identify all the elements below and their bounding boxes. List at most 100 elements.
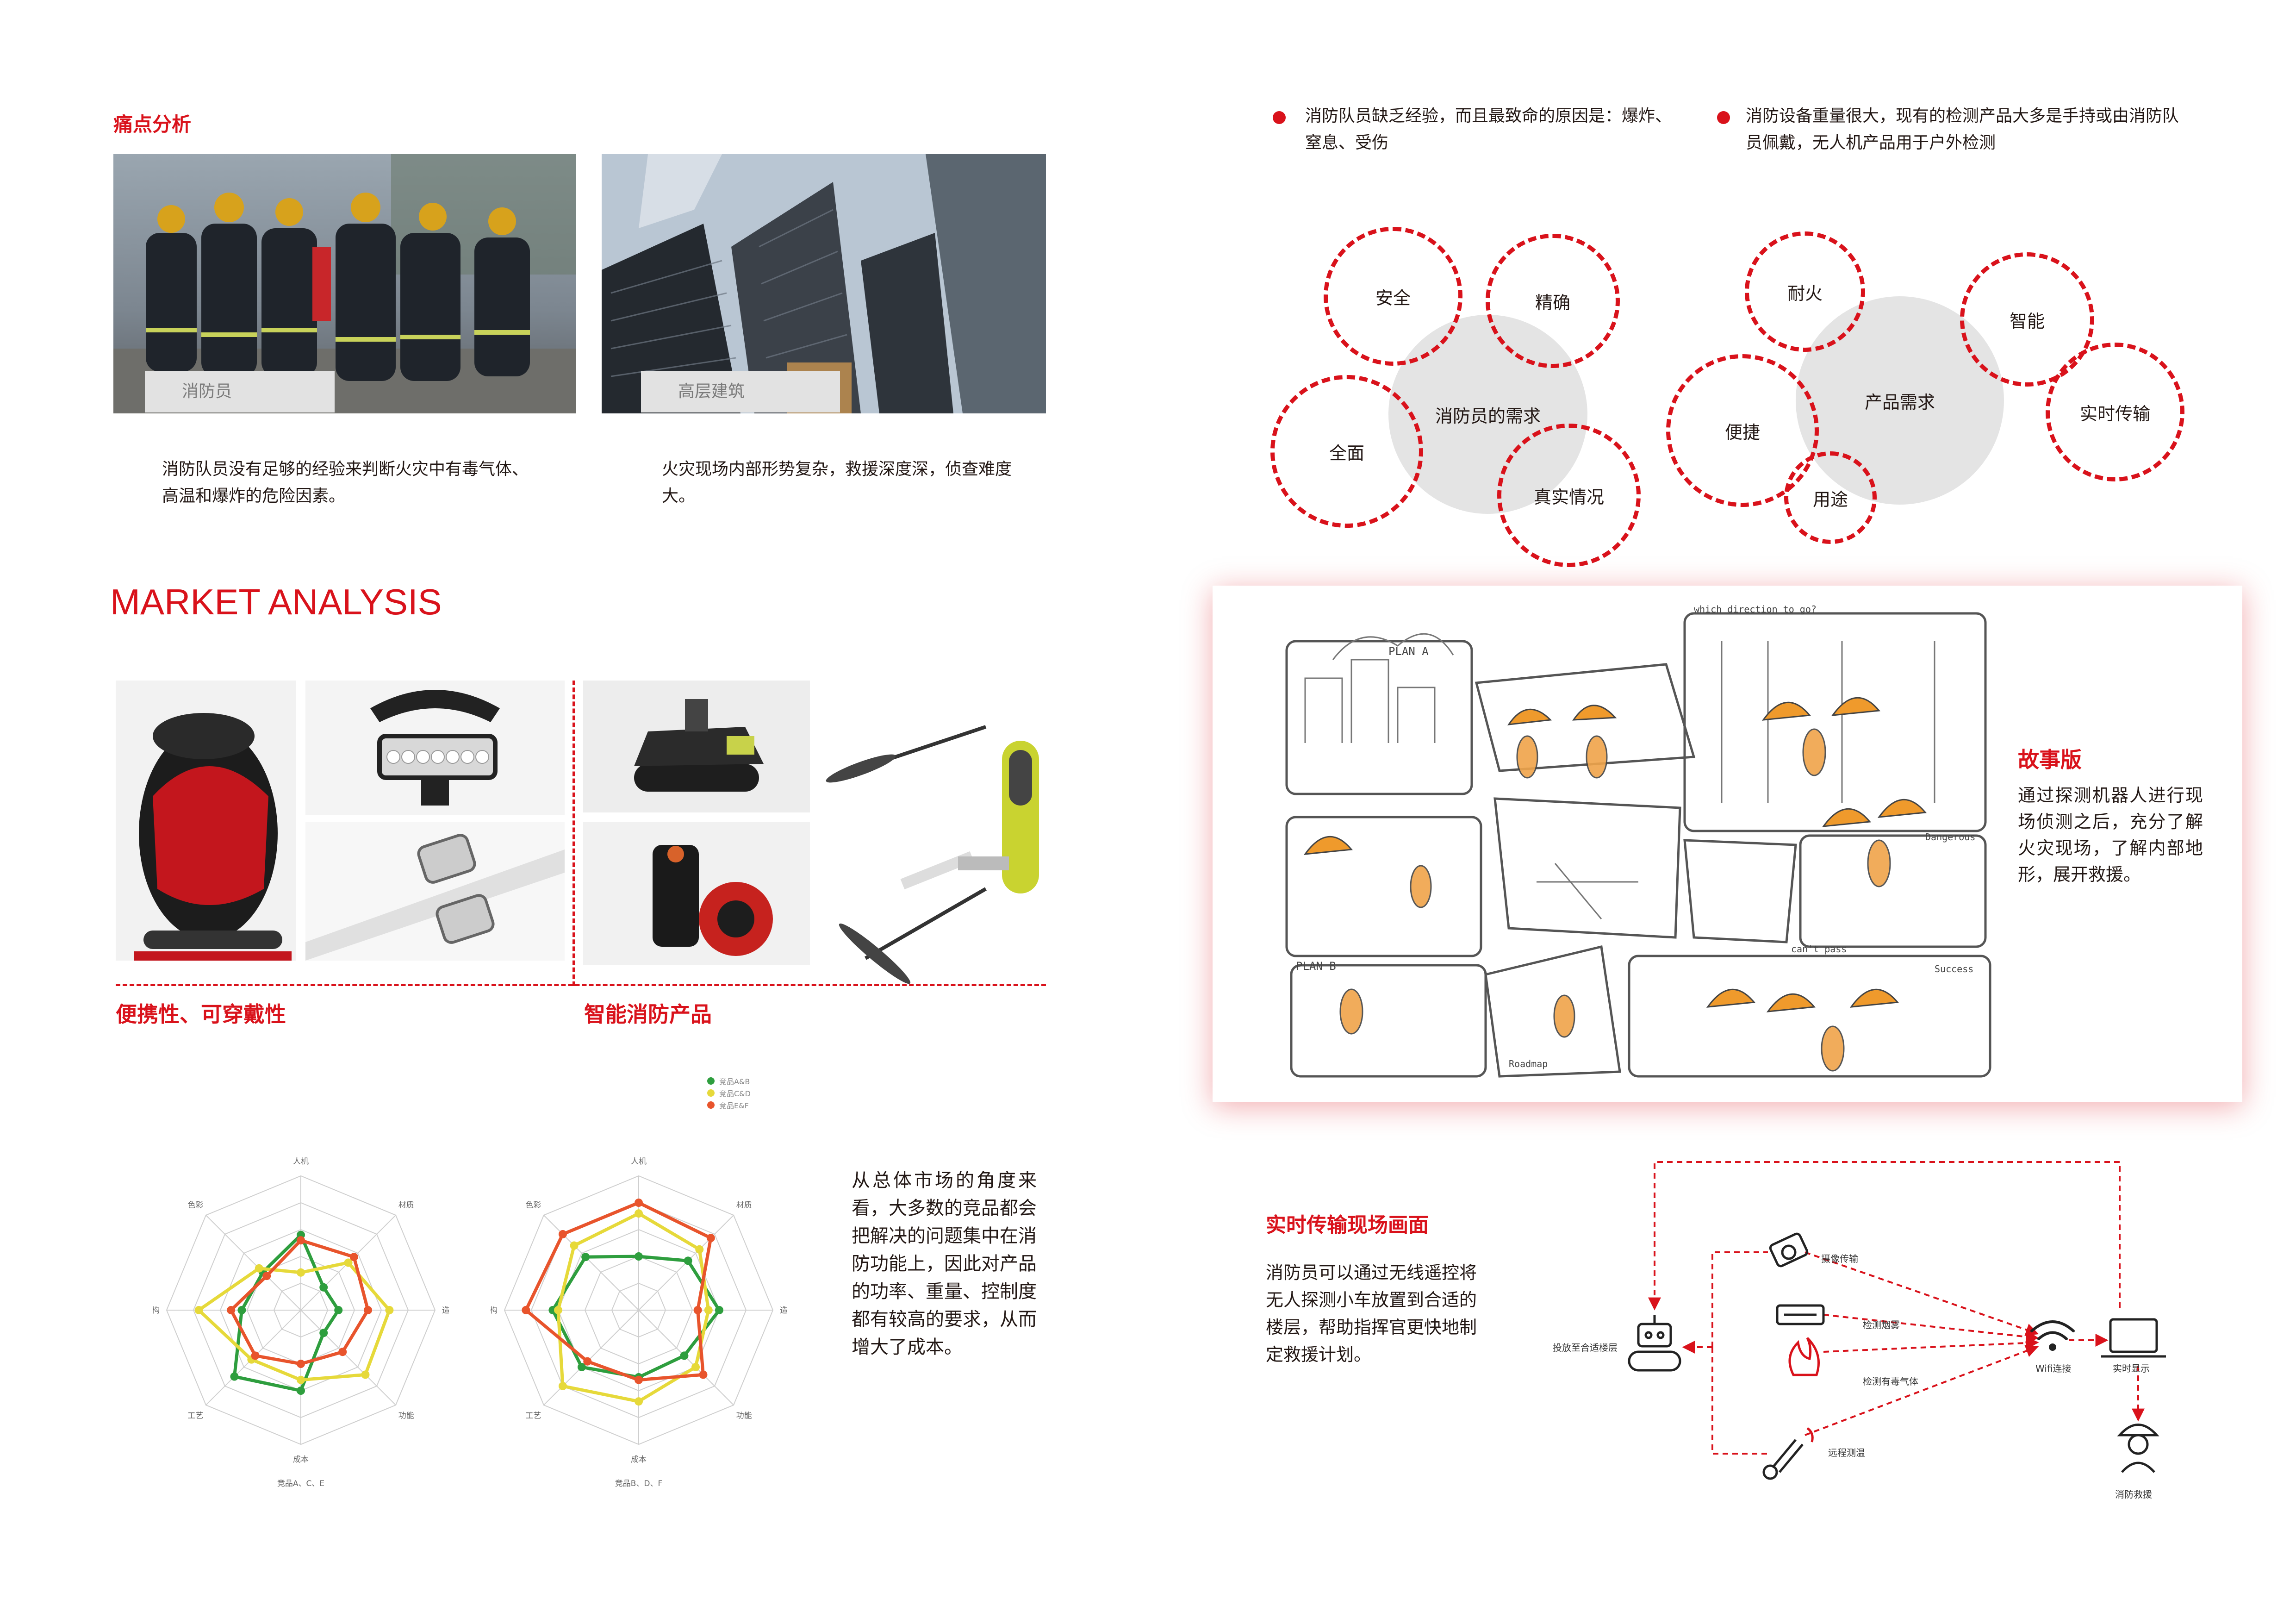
radar-data-point bbox=[334, 1306, 343, 1314]
flow-label-camera: 摄像传输 bbox=[1821, 1253, 1858, 1264]
radar-data-point bbox=[361, 1370, 370, 1379]
storyboard-text: 通过探测机器人进行现场侦测之后，充分了解火灾现场，了解内部地形，展开救援。 bbox=[2018, 785, 2203, 885]
wearable-band-product-image bbox=[305, 822, 565, 961]
tracked-robot-product-image bbox=[583, 681, 810, 812]
flow-label-gas: 检测有毒气体 bbox=[1863, 1376, 1918, 1387]
needs-bullet-1 bbox=[1273, 111, 1286, 124]
market-analysis-text: 从总体市场的角度来看，大多数的竞品都会把解决的问题集中在消防功能上，因此对产品的… bbox=[852, 1170, 1037, 1358]
radar-spoke bbox=[543, 1215, 639, 1311]
sketch-label-roadmap: Roadmap bbox=[1509, 1058, 1548, 1069]
radar-axis-label: 人机 bbox=[631, 1157, 647, 1166]
radar-axis-label: 色彩 bbox=[187, 1200, 203, 1210]
legend-item-cd: 竞品C&D bbox=[707, 1087, 751, 1099]
radar-data-point bbox=[297, 1387, 305, 1395]
camera-icon bbox=[1769, 1232, 1809, 1268]
need-circle-realtime: 实时传输 bbox=[2046, 343, 2184, 481]
skyscrapers-caption: 高层建筑 bbox=[641, 371, 840, 412]
radar-data-point bbox=[338, 1348, 347, 1356]
radar-data-point bbox=[635, 1199, 643, 1207]
thermometer-icon bbox=[1762, 1427, 1814, 1480]
radar-data-point bbox=[635, 1397, 643, 1406]
radar-data-point bbox=[577, 1363, 586, 1372]
radar-series-line bbox=[551, 1255, 721, 1379]
radar-legend: 竞品A&B 竞品C&D 竞品E&F bbox=[707, 1075, 751, 1111]
radar-axis-label: 功能 bbox=[736, 1412, 752, 1421]
radar-data-point bbox=[297, 1236, 305, 1245]
radar-data-point bbox=[522, 1306, 530, 1314]
radar-data-point bbox=[194, 1306, 203, 1314]
market-divider-vertical bbox=[572, 681, 575, 986]
radar-data-point bbox=[570, 1241, 579, 1250]
radar-data-point bbox=[635, 1209, 643, 1218]
radar-data-point bbox=[230, 1372, 239, 1381]
legend-label-ab: 竞品A&B bbox=[719, 1077, 750, 1086]
radar-data-point bbox=[349, 1253, 358, 1262]
radar-data-point bbox=[554, 1306, 562, 1314]
flow-label-wifi: Wifi连接 bbox=[2035, 1363, 2072, 1374]
realtime-section-title: 实时传输现场画面 bbox=[1266, 1213, 1429, 1237]
storyboard-sketch: PLAN A PLAN B which direction to go? Dan… bbox=[1285, 604, 1991, 1078]
radar-data-point bbox=[635, 1375, 643, 1384]
flow-label-smoke: 检测烟雾 bbox=[1863, 1319, 1900, 1330]
radar-data-point bbox=[262, 1272, 271, 1280]
flow-label-robot: 投放至合适楼层 bbox=[1553, 1342, 1618, 1353]
radar-axis-label: 造型 bbox=[442, 1306, 449, 1315]
need-circle-precise: 精确 bbox=[1486, 234, 1620, 368]
radar-axis-label: 结构 bbox=[491, 1306, 498, 1315]
radar-data-point bbox=[699, 1370, 708, 1379]
radar-data-point bbox=[691, 1363, 700, 1372]
radar-data-point bbox=[706, 1234, 715, 1243]
flow-label-display: 实时显示 bbox=[2113, 1363, 2150, 1374]
radar-data-point bbox=[693, 1306, 702, 1314]
radar-chart-bdf: 人机材质造型功能成本工艺结构色彩竞品B、D、F bbox=[491, 1157, 787, 1488]
sketch-label-cant-pass: can't pass bbox=[1791, 943, 1847, 955]
legend-label-cd: 竞品C&D bbox=[719, 1089, 751, 1098]
radar-data-point bbox=[364, 1306, 372, 1314]
storyboard-title: 故事版 bbox=[2018, 747, 2082, 772]
pain-text-firefighters: 消防队员没有足够的经验来判断火灾中有毒气体、高温和爆炸的危险因素。 bbox=[162, 460, 529, 506]
need-circle-usage: 用途 bbox=[1784, 451, 1877, 544]
radar-series-line bbox=[556, 1212, 710, 1403]
radar-spoke bbox=[543, 1310, 639, 1405]
radar-data-point bbox=[558, 1382, 567, 1391]
legend-dot-ab bbox=[707, 1077, 715, 1085]
pain-text-buildings: 火灾现场内部形势复杂，救援深度深，侦查难度大。 bbox=[662, 460, 1012, 506]
needs-bullet-2 bbox=[1717, 111, 1730, 124]
radar-data-point bbox=[344, 1258, 353, 1267]
radar-data-point bbox=[237, 1306, 246, 1314]
sketch-label-plan-b: PLAN B bbox=[1296, 960, 1336, 973]
radar-caption: 竞品B、D、F bbox=[615, 1479, 663, 1488]
radar-data-point bbox=[715, 1306, 723, 1314]
radar-data-point bbox=[297, 1268, 305, 1277]
needs-text-1: 消防队员缺乏经验，而且最致命的原因是：爆炸、窒息、受伤 bbox=[1305, 106, 1672, 152]
sketch-label-direction: which direction to go? bbox=[1694, 604, 1817, 615]
radar-axis-label: 色彩 bbox=[525, 1200, 541, 1210]
flashlight-product-image bbox=[305, 681, 565, 815]
drone-product-image bbox=[819, 681, 1046, 1000]
need-circle-comprehensive: 全面 bbox=[1270, 375, 1423, 528]
flame-icon bbox=[1788, 1337, 1820, 1376]
realtime-section-text: 消防员可以通过无线遥控将无人探测小车放置到合适的楼层，帮助指挥官更快地制定救援计… bbox=[1266, 1262, 1477, 1365]
radar-data-point bbox=[319, 1329, 328, 1337]
storyboard-panel: PLAN A PLAN B which direction to go? Dan… bbox=[1213, 586, 2242, 1102]
sketch-label-plan-a: PLAN A bbox=[1388, 645, 1429, 658]
need-circle-convenient: 便捷 bbox=[1666, 354, 1819, 507]
legend-dot-ef bbox=[707, 1101, 715, 1109]
legend-item-ef: 竞品E&F bbox=[707, 1099, 751, 1111]
radar-axis-label: 材质 bbox=[736, 1200, 752, 1210]
radar-axis-label: 成本 bbox=[293, 1455, 309, 1464]
wifi-icon bbox=[2030, 1320, 2075, 1351]
radar-axis-label: 人机 bbox=[293, 1157, 309, 1166]
radar-axis-label: 工艺 bbox=[525, 1412, 541, 1421]
need-circle-real-situation: 真实情况 bbox=[1497, 424, 1641, 567]
radar-data-point bbox=[251, 1351, 260, 1360]
radar-data-point bbox=[227, 1306, 236, 1314]
need-circle-smart: 智能 bbox=[1960, 252, 2094, 387]
firefighters-photo: 消防员 bbox=[113, 154, 576, 413]
market-divider-horizontal bbox=[116, 984, 1046, 986]
radar-data-point bbox=[684, 1256, 692, 1265]
flow-label-range: 远程测温 bbox=[1828, 1447, 1865, 1458]
radar-axis-label: 造型 bbox=[780, 1306, 787, 1315]
radar-spoke bbox=[205, 1215, 301, 1311]
laptop-display-icon bbox=[2101, 1318, 2166, 1358]
